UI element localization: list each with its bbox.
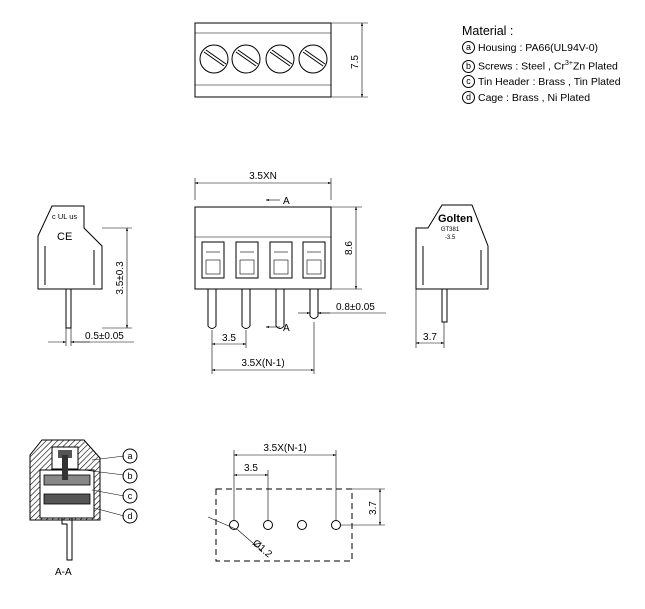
section-callout-d: d: [127, 511, 132, 521]
screw-3: [265, 44, 295, 74]
dim-pcb-pitch: 3.5: [244, 463, 258, 474]
material-text-b: Screws : Steel , Cr: [478, 60, 565, 73]
pcb-layout: Ø1.2 3.5X(N-1) 3.5 3.7: [207, 443, 385, 562]
opening-3: [269, 241, 293, 279]
dim-front-height: 8.6: [344, 241, 355, 255]
right-side-view: Golten GT381 -3.5 3.7: [415, 204, 489, 348]
dim-pcb-row: 3.7: [368, 501, 379, 515]
screw-1: [199, 44, 229, 74]
dim-hole-dia: Ø1.2: [250, 538, 274, 561]
material-text-d: Cage : Brass , Ni Plated: [478, 91, 591, 104]
right-side-body: [415, 204, 489, 290]
variant-mark: -3.5: [445, 235, 456, 241]
dim-right-pin: 3.7: [423, 332, 437, 343]
top-view-body: [194, 22, 332, 98]
section-view-label: A-A: [55, 567, 72, 578]
callout-circle-c: c: [462, 75, 475, 88]
dim-left-pin: 0.5±0.05: [85, 331, 124, 342]
dim-top-height: 7.5: [350, 55, 361, 69]
pcb-hole-4: [331, 520, 341, 530]
screw-2: [231, 44, 261, 74]
ce-mark: CE: [57, 231, 72, 243]
callout-circle-d: d: [462, 90, 475, 104]
dim-pin-width: 0.8±0.05: [336, 302, 375, 313]
top-view: 7.5: [194, 22, 368, 98]
front-view: 3.5XN A 8.6 0.8±0.05 A 3.5: [194, 171, 386, 374]
dim-front-width: 3.5XN: [249, 171, 277, 182]
left-side-body: [37, 205, 103, 290]
callout-circle-a: a: [462, 40, 475, 54]
callout-circle-b: b: [462, 59, 475, 73]
dim-pitch-total: 3.5X(N-1): [241, 358, 284, 369]
top-view-screws: [199, 44, 328, 74]
front-view-openings: [201, 241, 326, 279]
opening-4: [302, 241, 326, 279]
opening-2: [235, 241, 259, 279]
section-view: a b c d A-A: [29, 439, 138, 578]
dim-left-height: 3.5±0.3: [115, 261, 126, 295]
opening-1: [201, 241, 225, 279]
section-callout-c: c: [128, 491, 133, 501]
pcb-hole-1: [229, 520, 239, 530]
section-callout-b: b: [127, 471, 132, 481]
ul-mark: c UL us: [52, 212, 77, 221]
material-text-a: Housing : PA66(UL94V-0): [478, 41, 599, 54]
model-mark: GT381: [441, 227, 460, 233]
left-side-view: c UL us CE 3.5±0.3 0.5±0.05: [37, 205, 134, 346]
brand-mark: Golten: [438, 213, 473, 225]
material-sup-b: 3+: [564, 60, 573, 67]
material-text-c: Tin Header : Brass , Tin Plated: [478, 76, 621, 88]
dim-pitch: 3.5: [222, 333, 236, 344]
section-marker-top: A: [283, 196, 290, 207]
pcb-hole-2: [263, 520, 273, 530]
section-callout-a: a: [127, 451, 132, 461]
screw-4: [298, 44, 328, 74]
material-post-b: Zn Plated: [572, 60, 618, 73]
material-title: Material :: [462, 24, 514, 38]
pcb-hole-3: [297, 520, 307, 530]
front-view-pins: [207, 289, 319, 329]
dim-pcb-total: 3.5X(N-1): [263, 443, 306, 454]
front-view-body: [194, 206, 332, 290]
section-marker-bottom: A: [283, 323, 290, 334]
